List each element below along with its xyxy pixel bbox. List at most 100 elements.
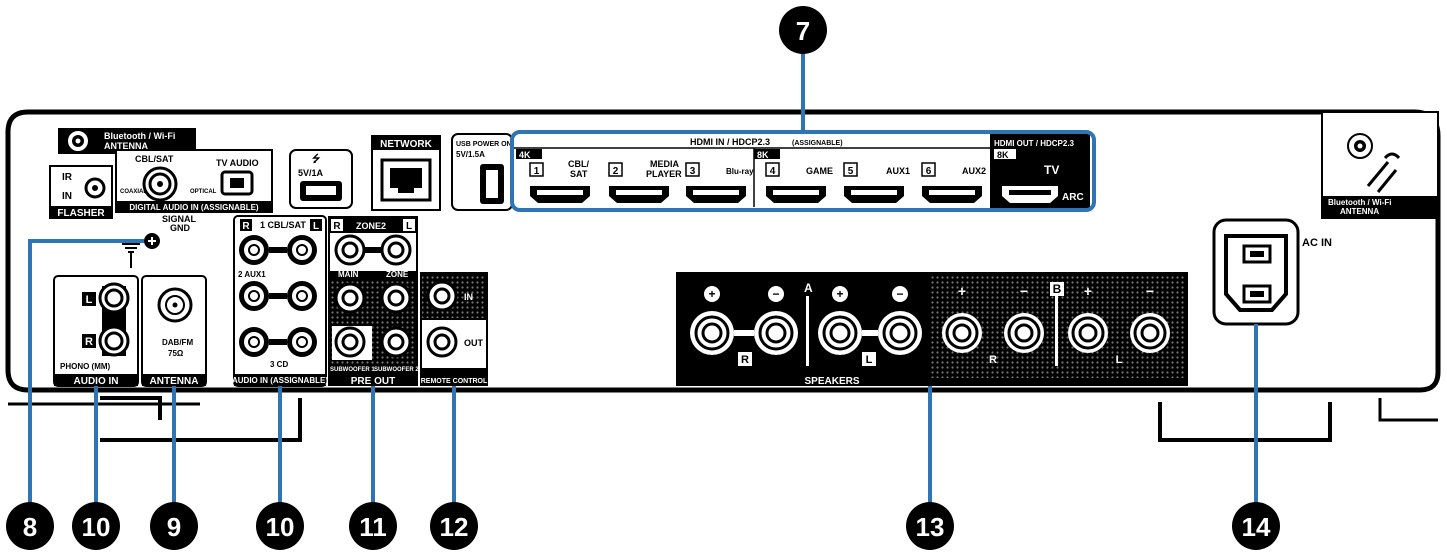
signal-gnd: SIGNAL GND — [122, 214, 197, 268]
hdmi-out-arc: ARC — [1062, 192, 1084, 203]
audio-in-row1: 1 CBL/SAT — [260, 220, 306, 230]
callout-14: 14 — [1232, 502, 1280, 550]
digital-cblsat-label: CBL/SAT — [135, 154, 174, 164]
hdmi-in-4[interactable]: 4 GAME — [765, 162, 833, 203]
digital-audio-in: CBL/SAT TV AUDIO COAXIAL OPTICAL DIGITAL… — [115, 149, 273, 213]
digital-tvaudio-label: TV AUDIO — [216, 158, 259, 168]
hdmi-in-assignable: (ASSIGNABLE) — [792, 140, 843, 147]
pre-out-title: PRE OUT — [351, 376, 395, 387]
audio-in-jacks — [239, 235, 317, 357]
hdmi-in-3-num: 3 — [690, 166, 696, 177]
svg-text:−: − — [896, 287, 903, 301]
svg-text:+: + — [708, 287, 715, 301]
hdmi-out-tv: TV — [1044, 163, 1059, 177]
hdmi-in-3-name: Blu-ray — [726, 167, 754, 176]
svg-text:8: 8 — [23, 512, 37, 542]
speakers-b-l-label: L — [1116, 354, 1123, 366]
pre-out-zone-label: ZONE — [386, 270, 409, 279]
antenna-title: ANTENNA — [150, 376, 199, 387]
hdmi-in-6-name: AUX2 — [962, 166, 986, 176]
hdmi-out-port[interactable] — [1002, 186, 1058, 203]
hdmi-in-5[interactable]: 5 AUX1 — [843, 162, 910, 203]
hdmi-in-6[interactable]: 6 AUX2 — [921, 162, 986, 203]
bt-antenna-right: Bluetooth / Wi-Fi ANTENNA — [1321, 111, 1439, 219]
bt-right-label-2: ANTENNA — [1340, 207, 1379, 216]
svg-text:13: 13 — [916, 512, 945, 542]
callout-13: 13 — [906, 502, 954, 550]
svg-text:+: + — [1084, 283, 1092, 299]
speakers-section: A B + − + − + − + − — [676, 272, 1188, 387]
hdmi-in-4-num: 4 — [770, 166, 776, 177]
speakers-a-l-label: L — [866, 354, 873, 366]
audio-in-section: R 1 CBL/SAT L 2 AUX1 3 CD AUDIO IN (ASSI… — [232, 215, 328, 387]
callout-9: 9 — [150, 502, 198, 550]
hdmi-in-3[interactable]: 3 Blu-ray — [685, 162, 754, 203]
audio-in-row3: 3 CD — [270, 360, 288, 369]
callout-7: 7 — [779, 6, 827, 54]
svg-text:7: 7 — [796, 16, 810, 46]
remote-section: IN OUT REMOTE CONTROL — [420, 272, 488, 386]
bt-left-label-2: ANTENNA — [104, 141, 148, 151]
flasher-in-label: IN — [62, 191, 72, 202]
remote-in-label: IN — [464, 292, 473, 302]
hdmi-in-2-num: 2 — [613, 166, 619, 177]
audio-in-row2: 2 AUX1 — [238, 270, 266, 279]
usbpower-label-2: 5V/1.5A — [456, 150, 485, 159]
bt-right-label-1: Bluetooth / Wi-Fi — [1328, 198, 1391, 207]
hdmi-in-1-num: 1 — [534, 166, 540, 177]
phono-label: PHONO (MM) — [60, 362, 111, 371]
remote-title: REMOTE CONTROL — [421, 378, 488, 385]
network-title: NETWORK — [380, 139, 432, 150]
badge-4k: 4K — [519, 150, 531, 160]
speaker-terminals: + − + − + − + − — [690, 283, 1170, 355]
signal-gnd-label-1: SIGNAL — [162, 214, 197, 224]
svg-text:14: 14 — [1242, 512, 1271, 542]
callout-12: 12 — [430, 502, 478, 550]
svg-text:12: 12 — [440, 512, 469, 542]
antenna-ohm-label: 75Ω — [168, 349, 184, 358]
callout-11: 11 — [349, 502, 397, 550]
bt-antenna-left: Bluetooth / Wi-Fi ANTENNA — [58, 128, 196, 154]
phono-r-label: R — [85, 336, 93, 348]
pre-out-zone2-label: ZONE2 — [356, 221, 386, 231]
hdmi-in-1[interactable]: 1 CBL/SAT — [529, 159, 590, 203]
audio-in-title: AUDIO IN (ASSIGNABLE) — [232, 376, 328, 385]
antenna-section: DAB/FM 75Ω ANTENNA — [141, 275, 207, 387]
usb-icon: ⭍ — [312, 153, 321, 165]
usb-port: ⭍ 5V/1A — [289, 149, 353, 209]
digital-optical-label: OPTICAL — [190, 189, 217, 195]
callout-8: 8 — [6, 502, 54, 550]
audio-in-r-label: R — [242, 221, 250, 232]
svg-text:+: + — [958, 283, 966, 299]
pre-out-r-label: R — [333, 221, 341, 232]
pre-out-main-label: MAIN — [338, 270, 359, 279]
hdmi-out-section: HDMI OUT / HDCP2.3 8K TV ARC — [990, 134, 1090, 208]
hdmi-out-title: HDMI OUT / HDCP2.3 — [994, 139, 1075, 148]
speakers-b-label: B — [1053, 282, 1062, 296]
svg-text:−: − — [1146, 283, 1154, 299]
signal-gnd-label-2: GND — [170, 223, 191, 233]
pre-out-l-label: L — [406, 221, 412, 232]
callout-badges: 7 8 10 9 10 11 12 13 14 — [6, 6, 1280, 550]
speakers-a-label: A — [804, 281, 813, 295]
hdmi-in-title: HDMI IN / HDCP2.3 — [690, 137, 770, 147]
pre-out-section: R ZONE2 L MAIN ZONE SUBWOOFER 1 SUBWOOFE… — [328, 216, 419, 387]
digital-coaxial-label: COAXIAL — [120, 189, 147, 195]
flasher-title: FLASHER — [57, 208, 105, 219]
digital-title: DIGITAL AUDIO IN (ASSIGNABLE) — [129, 203, 259, 212]
svg-text:−: − — [772, 287, 779, 301]
hdmi-in-4-name: GAME — [806, 166, 833, 176]
audio-in-l-label: L — [313, 221, 319, 232]
phono-title: AUDIO IN — [74, 376, 119, 387]
network-section: NETWORK — [371, 135, 441, 211]
antenna-dab-label: DAB/FM — [162, 338, 193, 347]
callout-10b: 10 — [256, 502, 304, 550]
flasher-section: IR IN FLASHER — [49, 165, 113, 219]
pre-out-sw1-label: SUBWOOFER 1 — [330, 367, 375, 373]
ac-in-label: AC IN — [1302, 237, 1332, 249]
svg-text:9: 9 — [167, 512, 181, 542]
svg-text:10: 10 — [266, 512, 295, 542]
hdmi-in-1-name: CBL/SAT — [568, 159, 589, 179]
